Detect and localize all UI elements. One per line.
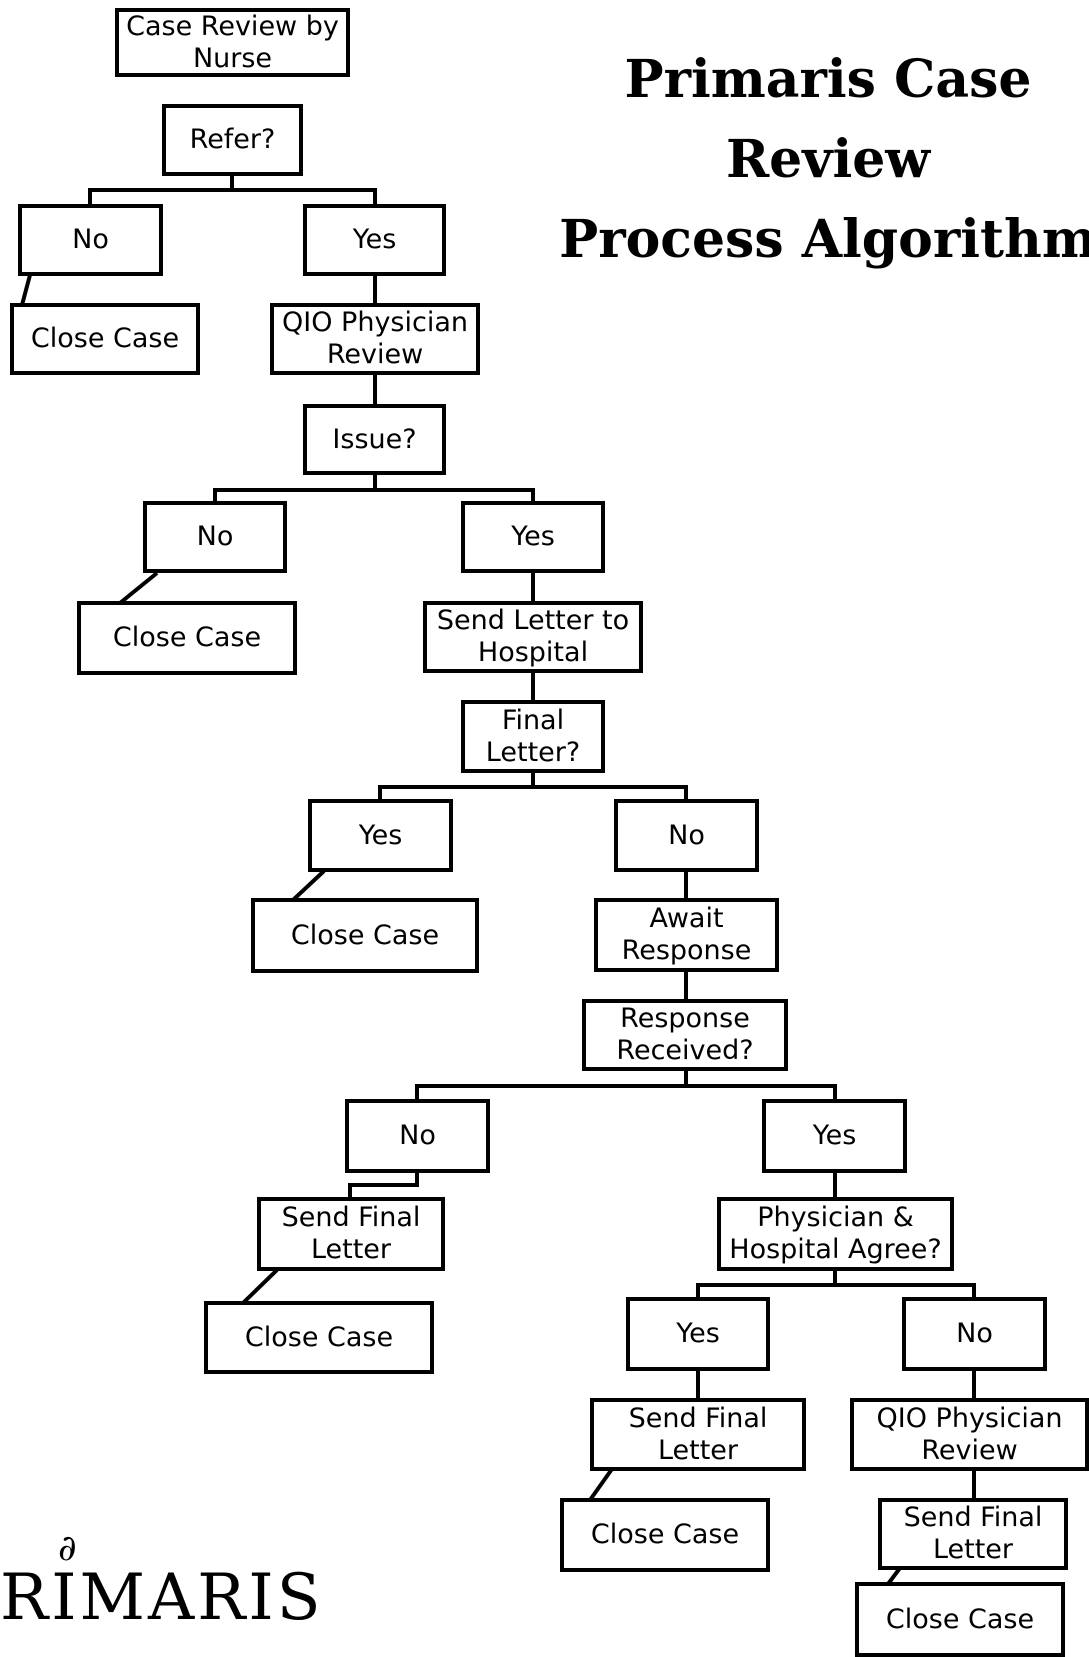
node-close-case-6: Close Case (855, 1582, 1065, 1657)
connector (375, 488, 535, 505)
node-physician-hospital-agree-decision: Physician & Hospital Agree? (717, 1197, 954, 1271)
node-issue-yes: Yes (461, 501, 605, 573)
node-response-received-no: No (345, 1099, 490, 1173)
connector (686, 1084, 837, 1101)
node-issue-decision: Issue? (303, 404, 446, 475)
node-send-letter-to-hospital: Send Letter to Hospital (423, 601, 643, 673)
connector (232, 188, 377, 208)
node-close-case-2: Close Case (77, 601, 297, 675)
node-response-received-yes: Yes (762, 1099, 907, 1173)
connector (415, 1070, 688, 1101)
node-close-case-1: Close Case (10, 303, 200, 375)
node-refer-no: No (18, 204, 163, 276)
connector (588, 1467, 614, 1502)
connector (835, 1283, 976, 1299)
node-agree-yes: Yes (626, 1297, 770, 1371)
node-agree-no: No (902, 1297, 1047, 1371)
node-final-letter-decision: Final Letter? (461, 700, 605, 773)
node-close-case-4: Close Case (204, 1301, 434, 1374)
node-response-received-decision: Response Received? (582, 999, 788, 1071)
connector (533, 785, 688, 801)
connector (378, 771, 535, 801)
node-final-letter-no: No (614, 799, 759, 872)
node-close-case-3: Close Case (251, 898, 479, 973)
node-case-review-by-nurse: Case Review by Nurse (115, 8, 350, 77)
connector (213, 475, 377, 505)
node-await-response: Await Response (594, 898, 779, 972)
connector (886, 1566, 902, 1586)
node-close-case-5: Close Case (560, 1498, 770, 1572)
connector (118, 571, 159, 605)
connector (20, 274, 32, 306)
page-title: Primaris Case Review Process Algorithm (559, 49, 1089, 270)
node-qio-physician-review-1: QIO Physician Review (270, 303, 480, 375)
swirl-logo-icon: ∂ (58, 1528, 77, 1569)
node-send-final-letter-1: Send Final Letter (257, 1197, 445, 1271)
primaris-logo: RIMARIS (0, 1561, 324, 1635)
node-send-final-letter-3: Send Final Letter (878, 1498, 1068, 1570)
node-qio-physician-review-2: QIO Physician Review (850, 1398, 1089, 1471)
connector (696, 1270, 837, 1299)
connector (241, 1268, 279, 1305)
connector (348, 1172, 419, 1199)
node-send-final-letter-2: Send Final Letter (590, 1398, 806, 1471)
node-final-letter-yes: Yes (308, 799, 453, 872)
connector (291, 869, 326, 902)
node-refer-decision: Refer? (162, 104, 303, 176)
node-refer-yes: Yes (303, 204, 446, 276)
node-issue-no: No (143, 501, 287, 573)
